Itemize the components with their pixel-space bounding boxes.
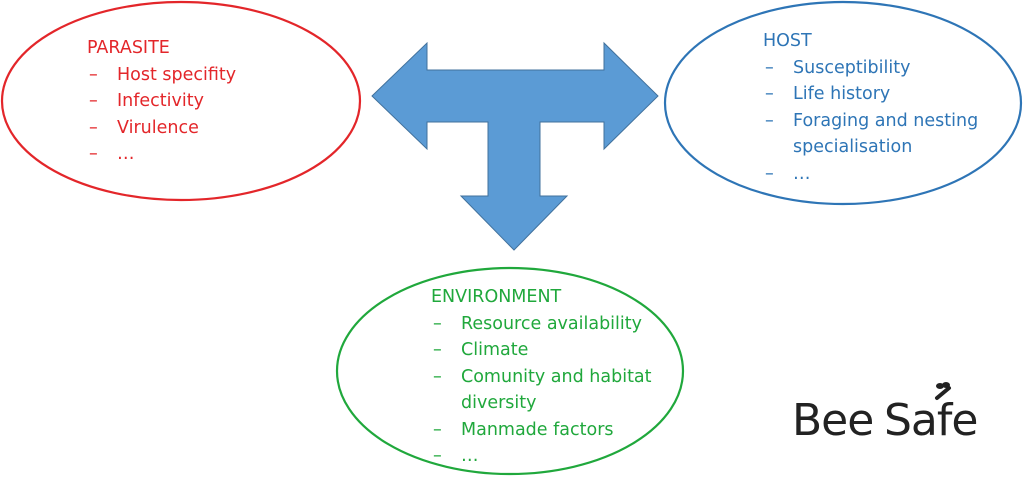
list-item: –Resource availability: [431, 311, 652, 338]
bullet-dash: –: [433, 340, 442, 360]
bullet-dash: –: [89, 64, 98, 85]
list-item: –…: [431, 443, 652, 470]
environment-ellipse: [335, 266, 685, 476]
host-block: HOST –Susceptibility –Life history –Fora…: [763, 28, 978, 187]
bullet-dash: –: [765, 57, 774, 78]
list-item: –…: [87, 141, 236, 168]
parasite-block: PARASITE –Host specifity –Infectivity –V…: [87, 35, 236, 168]
parasite-heading: PARASITE: [87, 38, 170, 58]
bullet-dash: –: [89, 117, 98, 138]
host-list: –Susceptibility –Life history –Foraging …: [763, 55, 978, 188]
logo-text-safe: Safe: [884, 395, 978, 446]
environment-heading: ENVIRONMENT: [431, 287, 562, 307]
bullet-dash: –: [433, 366, 442, 387]
bullet-dash: –: [765, 163, 774, 184]
host-ellipse: [663, 0, 1023, 206]
list-item-continuation: specialisation: [793, 137, 913, 157]
bullet-dash: –: [89, 91, 98, 111]
list-item-continuation: diversity: [461, 393, 537, 413]
environment-list: –Resource availability –Climate –Comunit…: [431, 311, 652, 470]
bullet-dash: –: [89, 144, 98, 164]
logo-text-bee: Bee: [792, 395, 874, 446]
parasite-ellipse: [0, 0, 362, 202]
list-item: –Comunity and habitat: [431, 364, 652, 391]
list-item: –Virulence: [87, 115, 236, 142]
list-item: –Climate: [431, 337, 652, 364]
environment-block: ENVIRONMENT –Resource availability –Clim…: [431, 284, 652, 470]
tri-directional-arrow: [371, 41, 659, 251]
bullet-dash: –: [433, 446, 442, 466]
bullet-dash: –: [433, 419, 442, 440]
host-heading: HOST: [763, 31, 812, 51]
list-item: –Host specifity: [87, 62, 236, 89]
list-item: –Infectivity: [87, 88, 236, 115]
beesafe-logo: Bee Safe: [792, 382, 1007, 452]
list-item: –Manmade factors: [431, 417, 652, 444]
list-item: –Life history: [763, 81, 978, 108]
bullet-dash: –: [433, 313, 442, 334]
parasite-list: –Host specifity –Infectivity –Virulence …: [87, 62, 236, 168]
bullet-dash: –: [765, 84, 774, 104]
list-item: –…: [763, 161, 978, 188]
list-item: –Foraging and nesting: [763, 108, 978, 135]
bee-icon: [935, 382, 951, 400]
list-item: –Susceptibility: [763, 55, 978, 82]
bullet-dash: –: [765, 110, 774, 131]
